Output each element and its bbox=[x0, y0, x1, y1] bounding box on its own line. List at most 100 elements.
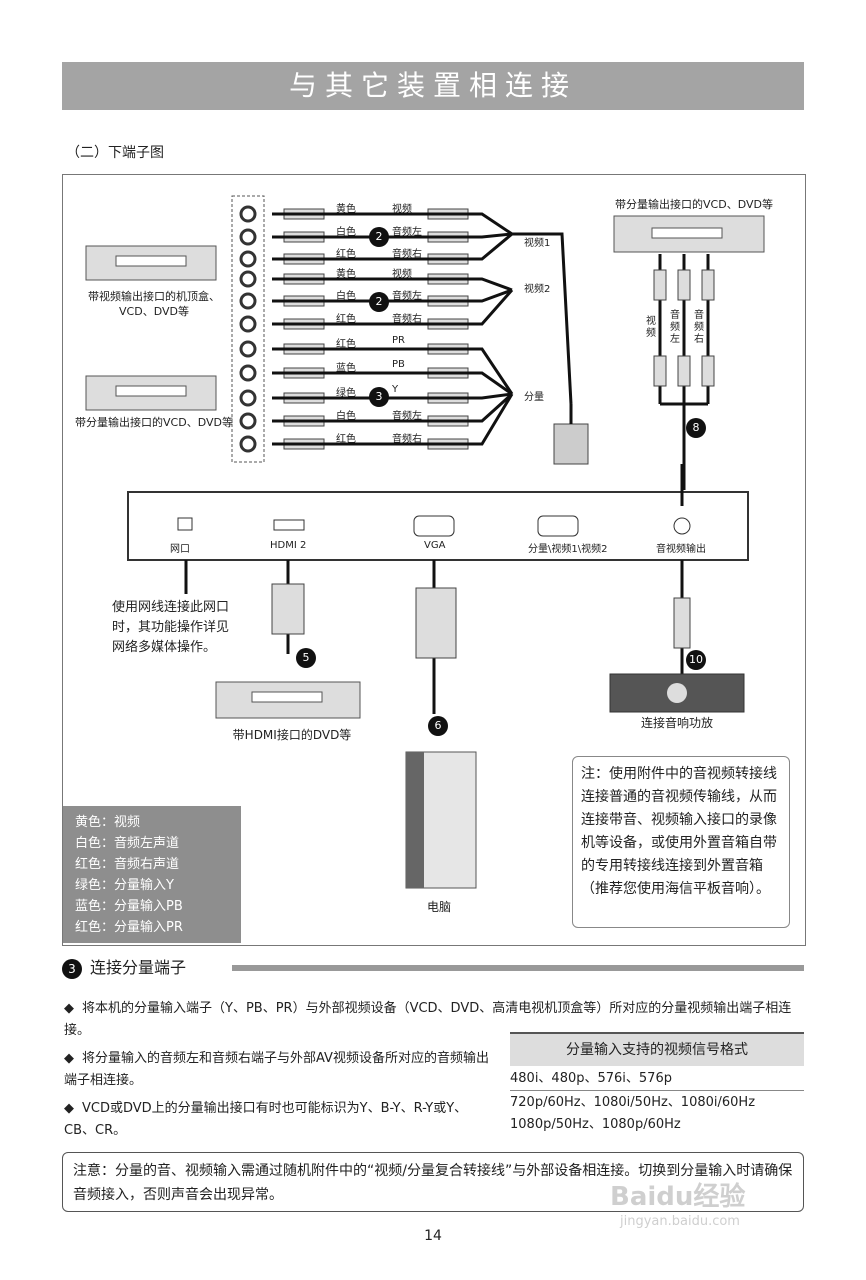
amp-caption: 连接音响功放 bbox=[640, 716, 713, 730]
stb-device-icon bbox=[85, 245, 217, 281]
cable-line bbox=[272, 288, 513, 303]
stb-caption-1: 带视频输出接口的机顶盒、 bbox=[88, 290, 220, 303]
rca-jack-icon bbox=[239, 435, 257, 453]
cable-signal-label: 音频右 bbox=[392, 434, 422, 445]
format-table-row: 1080p/50Hz、1080p/60Hz bbox=[510, 1117, 681, 1132]
pc-tower-icon bbox=[405, 751, 477, 889]
diagram-frame bbox=[62, 174, 806, 946]
right-dvd-device-icon bbox=[613, 215, 765, 253]
step-badge-b2b: 2 bbox=[369, 292, 389, 312]
cable-signal-label: 音频右 bbox=[392, 314, 422, 325]
page-header: 与其它装置相连接 bbox=[62, 62, 804, 110]
hdmi-port-icon bbox=[273, 519, 305, 531]
step-badge-b8: 8 bbox=[686, 418, 706, 438]
cable-line bbox=[272, 393, 514, 446]
amplifier-icon bbox=[609, 673, 745, 713]
bullet-2: ◆将分量输入的音频左和音频右端子与外部AV视频设备所对应的音频输出端子相连接。 bbox=[64, 1051, 489, 1088]
rca-jack-icon bbox=[239, 389, 257, 407]
cable-line bbox=[272, 392, 513, 400]
rca-jack-icon bbox=[239, 292, 257, 310]
group-component: 分量 bbox=[524, 392, 544, 403]
av-out-port-icon bbox=[673, 517, 691, 535]
cable-signal-label: 音频左 bbox=[392, 411, 422, 422]
cable-color-label: 蓝色 bbox=[336, 363, 356, 374]
comp-device-icon bbox=[85, 375, 217, 411]
cable-signal-label: 音频右 bbox=[392, 249, 422, 260]
section-divider bbox=[232, 965, 804, 971]
cable-color-label: 黄色 bbox=[336, 204, 356, 215]
vga-port-icon bbox=[413, 515, 455, 537]
diagram-note: 注：使用附件中的音视频转接线连接普通的音视频传输线，从而连接带音、视频输入接口的… bbox=[572, 756, 790, 928]
port-avout-label: 音视频输出 bbox=[656, 544, 706, 555]
cable-line bbox=[272, 347, 514, 395]
vga-plug-icon bbox=[553, 423, 589, 465]
port-lan-label: 网口 bbox=[170, 544, 190, 555]
rca-jack-icon bbox=[239, 364, 257, 382]
cable-color-label: 红色 bbox=[336, 339, 356, 350]
cable-signal-label: 音频左 bbox=[392, 291, 422, 302]
color-legend: 黄色：视频 白色：音频左声道 红色：音频右声道 绿色：分量输入Y 蓝色：分量输入… bbox=[63, 806, 241, 943]
bullet-1: ◆将本机的分量输入端子（Y、PB、PR）与外部视频设备（VCD、DVD、高清电视… bbox=[64, 1001, 792, 1038]
rca-jack-icon bbox=[239, 250, 257, 268]
group-video2: 视频2 bbox=[524, 284, 551, 295]
rca-jack-icon bbox=[239, 315, 257, 333]
rca-jack-icon bbox=[239, 270, 257, 288]
cable-color-label: 白色 bbox=[336, 411, 356, 422]
rca-jack-icon bbox=[239, 205, 257, 223]
cable-signal-label: 视频 bbox=[392, 269, 412, 280]
cable-line bbox=[272, 232, 513, 261]
port-hdmi-label: HDMI 2 bbox=[270, 540, 307, 551]
bullet-3: ◆VCD或DVD上的分量输出接口有时也可能标识为Y、B-Y、R-Y或Y、CB、C… bbox=[64, 1101, 468, 1138]
format-table-row: 720p/60Hz、1080i/50Hz、1080i/60Hz bbox=[510, 1095, 756, 1110]
right-plug-left: 音频左 bbox=[670, 310, 680, 345]
vga-cable-plug-icon bbox=[415, 587, 457, 659]
format-table-row: 480i、480p、576i、576p bbox=[510, 1068, 804, 1091]
watermark-logo: Baidu经验 bbox=[610, 1182, 746, 1212]
format-table-header: 分量输入支持的视频信号格式 bbox=[510, 1032, 804, 1066]
avout-plug-icon bbox=[673, 597, 691, 649]
cable-color-label: 白色 bbox=[336, 227, 356, 238]
section-subtitle: （二）下端子图 bbox=[66, 145, 164, 161]
step-badge-b3: 3 bbox=[369, 387, 389, 407]
group-video1: 视频1 bbox=[524, 238, 551, 249]
cable-signal-label: PR bbox=[392, 335, 405, 346]
cable-line bbox=[272, 371, 513, 396]
tv-port-panel bbox=[127, 491, 749, 561]
cable-line bbox=[272, 277, 513, 292]
cable-color-label: 黄色 bbox=[336, 269, 356, 280]
lan-note: 使用网线连接此网口 时，其功能操作详见 网络多媒体操作。 bbox=[112, 600, 230, 655]
cable-color-label: 白色 bbox=[336, 291, 356, 302]
pc-caption: 电脑 bbox=[426, 900, 451, 914]
rca-jack-panel bbox=[231, 195, 265, 463]
rca-jack-icon bbox=[239, 228, 257, 246]
right-plug-right: 音频右 bbox=[694, 310, 704, 345]
step-badge-b5: 5 bbox=[296, 648, 316, 668]
cable-line bbox=[272, 392, 514, 423]
comp-caption: 带分量输出接口的VCD、DVD等 bbox=[75, 416, 233, 429]
cable-signal-label: PB bbox=[392, 359, 405, 370]
connection-diagram bbox=[85, 195, 765, 889]
step-badge-b6: 6 bbox=[428, 716, 448, 736]
cable-color-label: 红色 bbox=[336, 434, 356, 445]
watermark-url: jingyan.baidu.com bbox=[620, 1214, 740, 1229]
hdmi-dvd-device-icon bbox=[215, 681, 361, 719]
cable-signal-label: Y bbox=[392, 384, 399, 395]
right-dvd-caption: 带分量输出接口的VCD、DVD等 bbox=[615, 198, 773, 211]
port-comp-label: 分量\视频1\视频2 bbox=[528, 544, 608, 555]
cable-signal-label: 视频 bbox=[392, 204, 412, 215]
comp-port-icon bbox=[537, 515, 579, 537]
stb-caption-2: VCD、DVD等 bbox=[119, 305, 189, 318]
cable-color-label: 绿色 bbox=[336, 388, 356, 399]
step-badge-b10: 10 bbox=[686, 650, 706, 670]
cable-line bbox=[272, 232, 513, 239]
rca-jack-icon bbox=[239, 412, 257, 430]
right-plug-video: 视频 bbox=[646, 316, 656, 339]
cable-color-label: 红色 bbox=[336, 314, 356, 325]
warning-box: 注意：分量的音、视频输入需通过随机附件中的“视频/分量复合转接线”与外部设备相连… bbox=[62, 1152, 804, 1212]
port-vga-label: VGA bbox=[424, 540, 446, 551]
hdmi-plug-icon bbox=[271, 583, 305, 635]
cable-signal-label: 音频左 bbox=[392, 227, 422, 238]
cable-line bbox=[272, 289, 514, 326]
cable-color-label: 红色 bbox=[336, 249, 356, 260]
